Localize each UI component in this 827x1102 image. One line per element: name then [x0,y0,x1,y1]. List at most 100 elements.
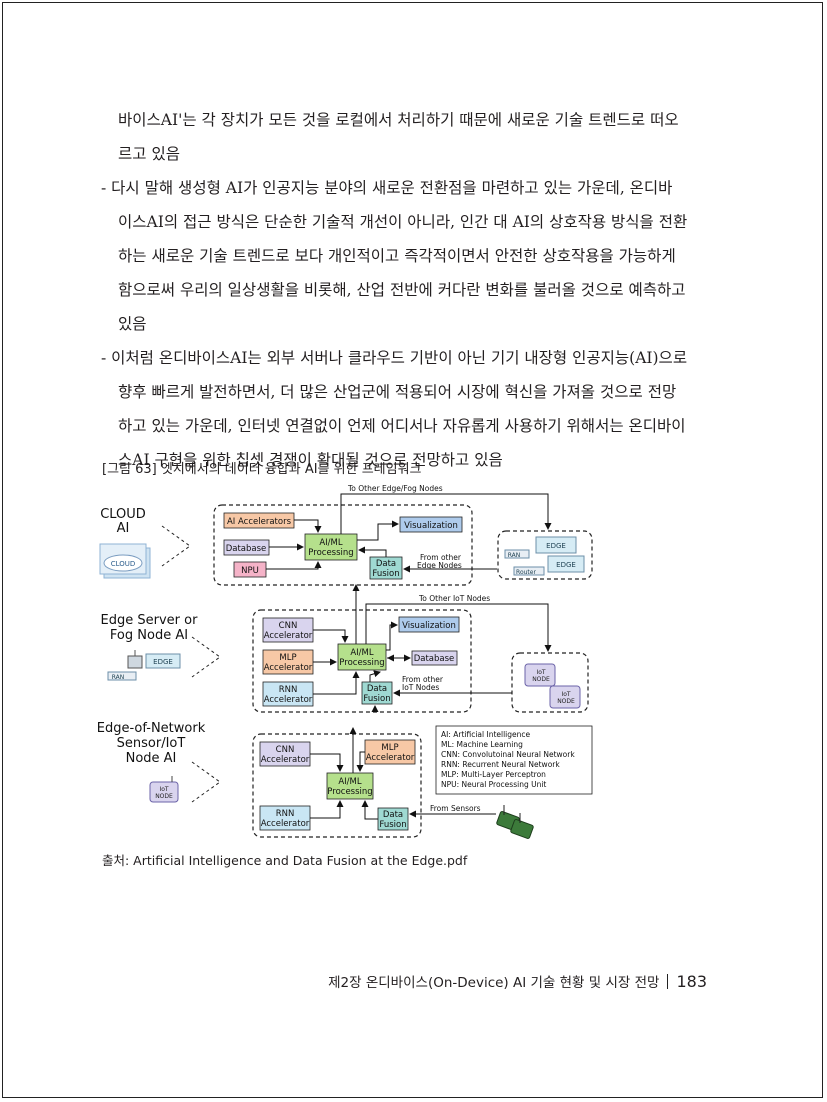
text-line: 하는 새로운 기술 트렌드로 보다 개인적이고 즉각적이면서 안전한 상호작용을… [118,247,676,265]
tier-label-edge: Fog Node AI [110,628,188,643]
database-label: Database [414,654,455,664]
to-other-edge-label: To Other Edge/Fog Nodes [347,484,443,493]
from-other-edge-label: Edge Nodes [417,561,462,570]
from-sensors-label: From Sensors [430,804,481,813]
tier-label-cloud: AI [117,521,130,536]
visualization-label: Visualization [402,621,456,631]
data-fusion-block [361,681,393,705]
cloud-icon: CLOUD [99,543,151,579]
ran-label: RAN [508,552,521,559]
sensor-tier-box [252,733,422,838]
aiml-label: AI/ML [350,648,374,658]
from-other-iot-label: IoT Nodes [402,683,439,692]
svg-text:NODE: NODE [557,698,575,705]
ran-label: RAN [112,674,125,681]
edge-label: EDGE [546,542,566,550]
chapter-title: 제2장 온디바이스(On-Device) AI 기술 현황 및 시장 전망 [328,975,660,991]
edge-devices: EDGE EDGE RAN Router [504,536,585,576]
aiml-label: AI/ML [319,538,343,548]
sensor-devices [496,805,534,839]
figure-title: [그림 63] 엣지에서의 데이터 융합과 AI를 위한 프레임워크 [102,462,422,477]
text-line: 함으로써 우리의 일상생활을 비롯해, 산업 전반에 커다란 변화를 불러올 것… [118,281,686,299]
database-block [411,650,458,666]
tier-label-sensor: Sensor/IoT [117,736,186,751]
to-other-iot-label: To Other IoT Nodes [418,594,490,603]
tier-label-edge: Edge Server or [101,613,199,628]
text-line: 르고 있음 [118,145,180,163]
visualization-block [398,616,460,633]
aiml-label: Processing [339,658,384,668]
legend-item: AI: Artificial Intelligence [441,730,531,739]
footer-divider [667,974,669,989]
cnn-label: CNN [276,745,295,755]
edge-server-icon: EDGE RAN [107,650,181,681]
cnn-label: CNN [279,621,298,631]
iot-devices-box [511,652,589,713]
text-line: 향후 빠르게 발전하면서, 더 많은 산업군에 적용되어 시장에 혁신을 가져올… [118,383,677,401]
from-other-edge-label: From other [420,553,462,562]
rnn-label: RNN [276,809,295,819]
cloud-tier-box [213,504,473,586]
legend-item: CNN: Convolutoinal Neural Network [441,750,575,759]
text-line: 이스AI의 접근 방식은 단순한 기술적 개선이 아니라, 인간 대 AI의 상… [118,213,688,231]
svg-text:IoT: IoT [561,691,570,698]
data-fusion-label: Data [376,559,396,569]
page-number: 183 [676,972,707,991]
aiml-label: Processing [327,787,372,797]
mlp-label: MLP [381,743,398,753]
cnn-label: Accelerator [261,755,310,765]
tier-label-cloud: CLOUD [100,507,146,522]
aiml-processing-block [304,533,358,561]
data-fusion-label: Fusion [372,569,399,579]
legend-item: ML: Machine Learning [441,740,523,749]
text-line: 바이스AI'는 각 장치가 모든 것을 로컬에서 처리하기 때문에 새로운 기술… [118,111,679,129]
mlp-label: MLP [279,653,296,663]
svg-text:NODE: NODE [532,676,550,683]
cnn-label: Accelerator [264,631,313,641]
legend: AI: Artificial Intelligence ML: Machine … [435,725,593,795]
edge-tier-box [252,609,472,713]
text-line: 스AI 구현을 위한 칩셋 경쟁이 확대될 것으로 전망하고 있음 [118,451,503,469]
aiml-label: AI/ML [338,777,362,787]
edge-label: EDGE [153,658,173,666]
tier-label-sensor: Edge-of-Network [97,721,206,736]
svg-text:IoT: IoT [159,786,168,793]
text-line: - 이처럼 온디바이스AI는 외부 서버나 클라우드 기반이 아닌 기기 내장형… [101,349,688,367]
svg-text:NODE: NODE [155,793,173,800]
rnn-label: Accelerator [261,819,310,829]
tier-label-sensor: Node AI [126,751,177,766]
legend-item: MLP: Multi-Layer Perceptron [441,770,546,779]
aiml-label: Processing [308,548,353,558]
aiml-processing-block [337,643,387,671]
mlp-label: Accelerator [264,663,313,673]
svg-text:IoT: IoT [536,669,545,676]
aiml-processing-block [326,772,374,800]
data-fusion-label: Data [383,810,403,820]
data-fusion-label: Fusion [379,820,406,830]
iot-devices: IoT NODE IoT NODE [524,663,581,709]
cloud-icon-label: CLOUD [111,560,136,568]
page-footer: 제2장 온디바이스(On-Device) AI 기술 현황 및 시장 전망 183 [328,971,707,991]
edge-devices-box [497,530,593,580]
legend-item: NPU: Neural Processing Unit [441,780,546,789]
npu-label: NPU [241,566,259,576]
data-fusion-label: Fusion [363,694,390,704]
cnn-accelerator-block [259,741,311,767]
edge-label: EDGE [556,561,576,569]
legend-item: RNN: Recurrent Neural Network [441,760,560,769]
visualization-label: Visualization [404,521,458,531]
text-line: - 다시 말해 생성형 AI가 인공지능 분야의 새로운 전환점을 마련하고 있… [101,179,673,197]
figure-source: 출처: Artificial Intelligence and Data Fus… [102,853,468,868]
database-label: Database [226,544,267,554]
rnn-label: RNN [279,685,298,695]
data-fusion-label: Data [367,684,387,694]
text-line: 하고 있는 가운데, 인터넷 연결없이 언제 어디서나 자유롭게 사용하기 위해… [118,417,686,435]
from-other-iot-label: From other [402,675,444,684]
router-label: Router [516,569,536,576]
rnn-accelerator-block [262,681,314,707]
text-line: 있음 [118,315,147,333]
mlp-label: Accelerator [366,753,415,763]
rnn-label: Accelerator [264,695,313,705]
